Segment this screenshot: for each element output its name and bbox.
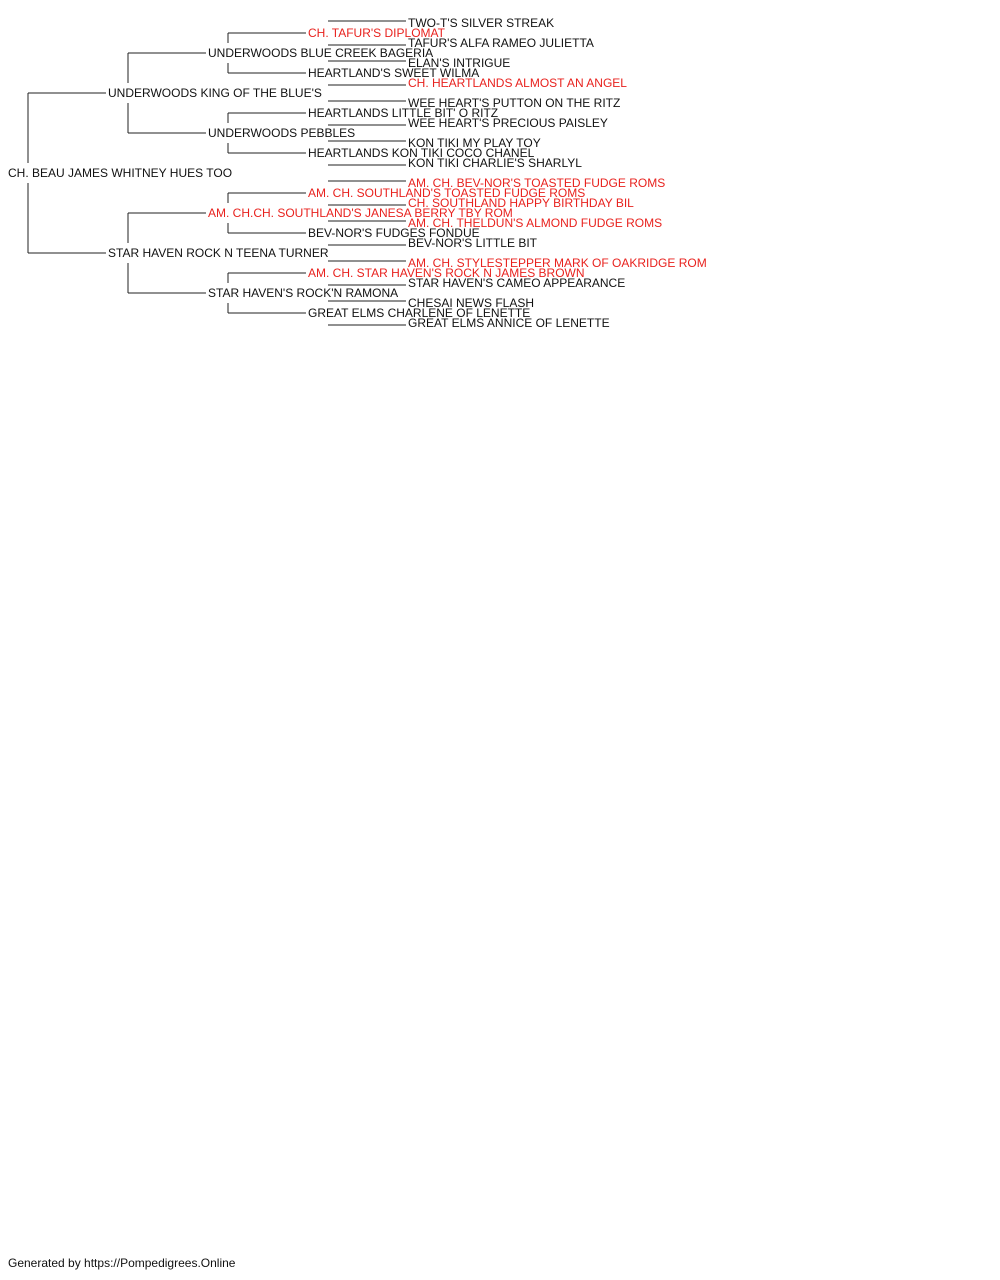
pedigree-node-gen4: ELAN'S INTRIGUE [408,56,511,70]
pedigree-node-gen3: HEARTLAND'S SWEET WILMA [308,66,480,80]
pedigree-node-gen4: KON TIKI CHARLIE'S SHARLYL [408,156,582,170]
pedigree-node-gen4: GREAT ELMS ANNICE OF LENETTE [408,316,610,330]
pedigree-node-gen0: CH. BEAU JAMES WHITNEY HUES TOO [8,166,233,180]
pedigree-node-gen4: STAR HAVEN'S CAMEO APPEARANCE [408,276,626,290]
pedigree-node-gen4: KON TIKI MY PLAY TOY [408,136,541,150]
pedigree-node-gen2: UNDERWOODS PEBBLES [208,126,356,140]
pedigree-node-gen3: GREAT ELMS CHARLENE OF LENETTE [308,306,531,320]
pedigree-node-gen4: AM. CH. BEV-NOR'S TOASTED FUDGE ROMS [408,176,666,190]
pedigree-node-gen4: WEE HEART'S PUTTON ON THE RITZ [408,96,621,110]
pedigree-node-gen1: UNDERWOODS KING OF THE BLUE'S [108,86,322,100]
pedigree-node-gen3: HEARTLANDS KON TIKI COCO CHANEL [308,146,535,160]
pedigree-node-gen4: AM. CH. STYLESTEPPER MARK OF OAKRIDGE RO… [408,256,707,270]
pedigree-node-gen4: TAFUR'S ALFA RAMEO JULIETTA [408,36,594,50]
pedigree-node-gen2: UNDERWOODS BLUE CREEK BAGERIA [208,46,434,60]
pedigree-node-gen3: AM. CH. STAR HAVEN'S ROCK N JAMES BROWN [308,266,585,280]
pedigree-node-gen4: TWO-T'S SILVER STREAK [408,16,555,30]
pedigree-node-gen3: HEARTLANDS LITTLE BIT' O RITZ [308,106,499,120]
pedigree-node-gen1: STAR HAVEN ROCK N TEENA TURNER [108,246,329,260]
pedigree-node-gen2: AM. CH.CH. SOUTHLAND'S JANESA BERRY TBY … [208,206,513,220]
pedigree-node-gen4: WEE HEART'S PRECIOUS PAISLEY [408,116,608,130]
pedigree-node-gen3: AM. CH. SOUTHLAND'S TOASTED FUDGE ROMS [308,186,586,200]
pedigree-node-gen3: CH. TAFUR'S DIPLOMAT [308,26,445,40]
pedigree-node-gen4: CH. HEARTLANDS ALMOST AN ANGEL [408,76,627,90]
pedigree-node-gen4: BEV-NOR'S LITTLE BIT [408,236,537,250]
footer-credit: Generated by https://Pompedigrees.Online [8,1256,236,1270]
pedigree-node-gen3: BEV-NOR'S FUDGES FONDUE [308,226,480,240]
pedigree-node-gen2: STAR HAVEN'S ROCK'N RAMONA [208,286,399,300]
pedigree-node-gen4: AM. CH. THELDUN'S ALMOND FUDGE ROMS [408,216,663,230]
pedigree-node-gen4: CH. SOUTHLAND HAPPY BIRTHDAY BIL [408,196,634,210]
pedigree-node-gen4: CHESAI NEWS FLASH [408,296,535,310]
